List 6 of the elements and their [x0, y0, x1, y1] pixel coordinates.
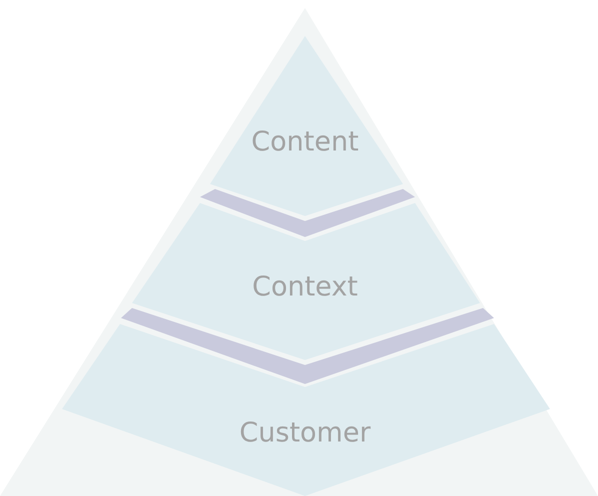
pyramid-tier: [132, 203, 480, 360]
pyramid-tier: [210, 36, 403, 216]
tier-label: Content: [251, 126, 359, 158]
tier-label: Customer: [239, 418, 371, 448]
tier-label: Context: [252, 272, 358, 302]
pyramid-tier: [62, 324, 550, 496]
